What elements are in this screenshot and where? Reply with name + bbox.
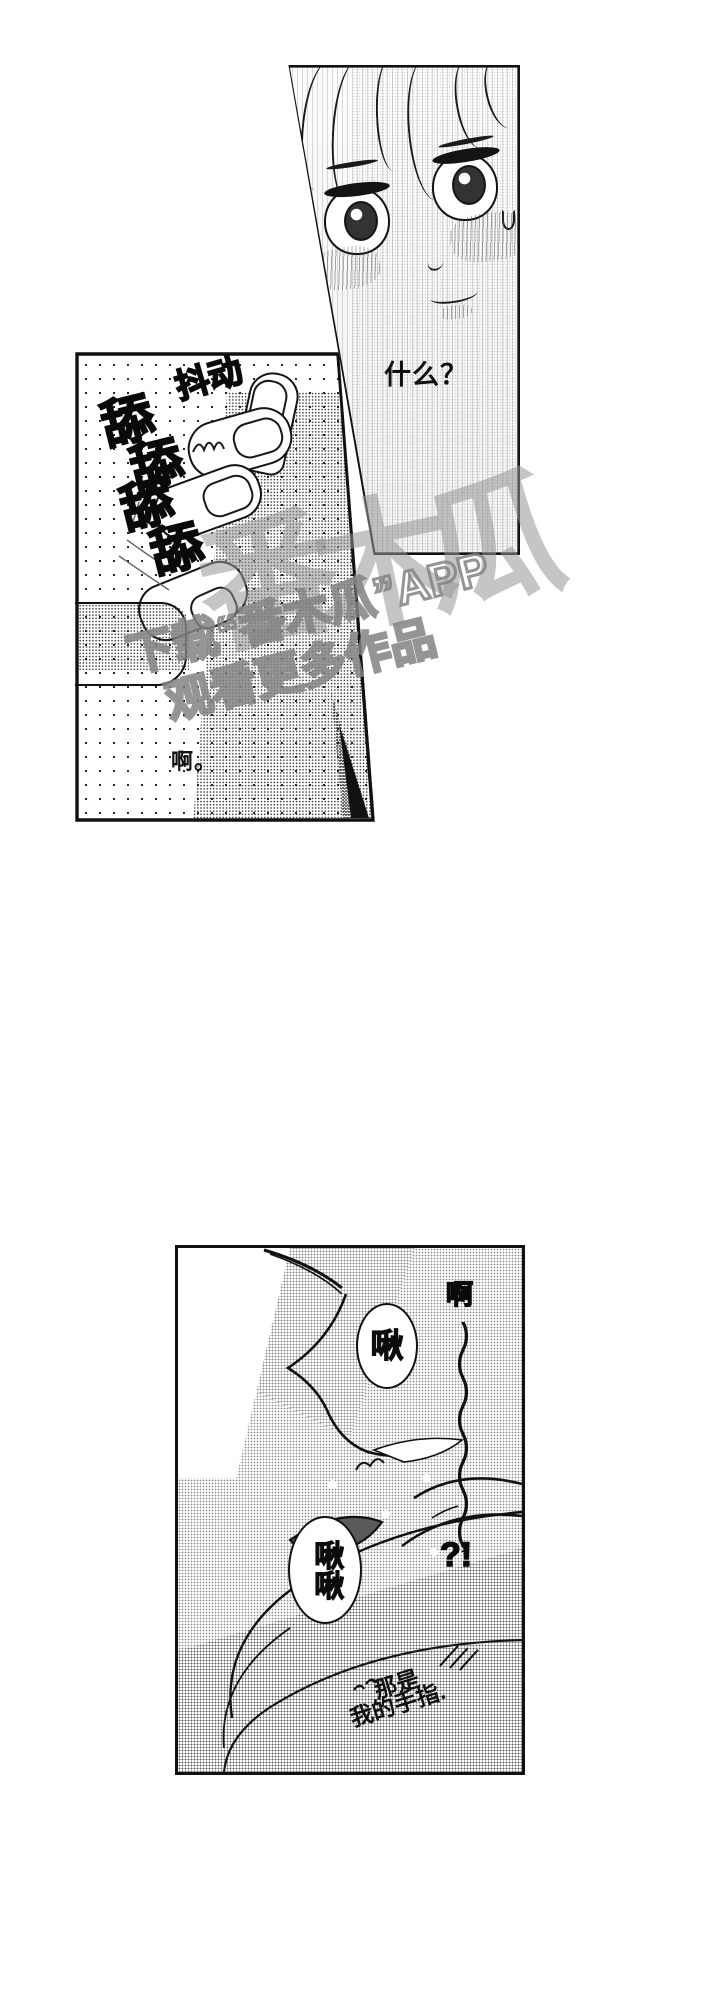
mouth [429,284,479,306]
panel-1: 什么？ [288,65,520,555]
hair-strand [374,65,410,172]
panel-3: 啾 啾啾 啊 ?! 那是 我的手指. [175,1245,525,1775]
sweat-squiggle [457,1322,469,1552]
blush-left [311,242,383,294]
tongue-sparkle [382,1510,390,1518]
tongue-sparkle [328,1480,337,1489]
nose-line [426,249,446,273]
panel-3-sfx-interrobang: ?! [439,1536,473,1574]
tongue-sparkle [430,1548,438,1556]
panel-3-bubble-jiu-2: 啾啾 [288,1516,362,1624]
palm-edge [75,602,187,686]
panel-3-sfx-a: 啊 [445,1280,473,1310]
panel-1-dialogue: 什么？ [384,360,468,390]
lip-shadow [439,302,473,322]
tongue-sparkle [422,1474,431,1483]
panel-2-dialogue: 啊。 [171,749,218,774]
iris-left [344,201,378,241]
panel-2: 抖动 舔 舔 舔 舔 啊。 [75,352,375,822]
iris-right [452,165,486,205]
panel-3-bubble-jiu-1: 啾 [356,1303,418,1389]
